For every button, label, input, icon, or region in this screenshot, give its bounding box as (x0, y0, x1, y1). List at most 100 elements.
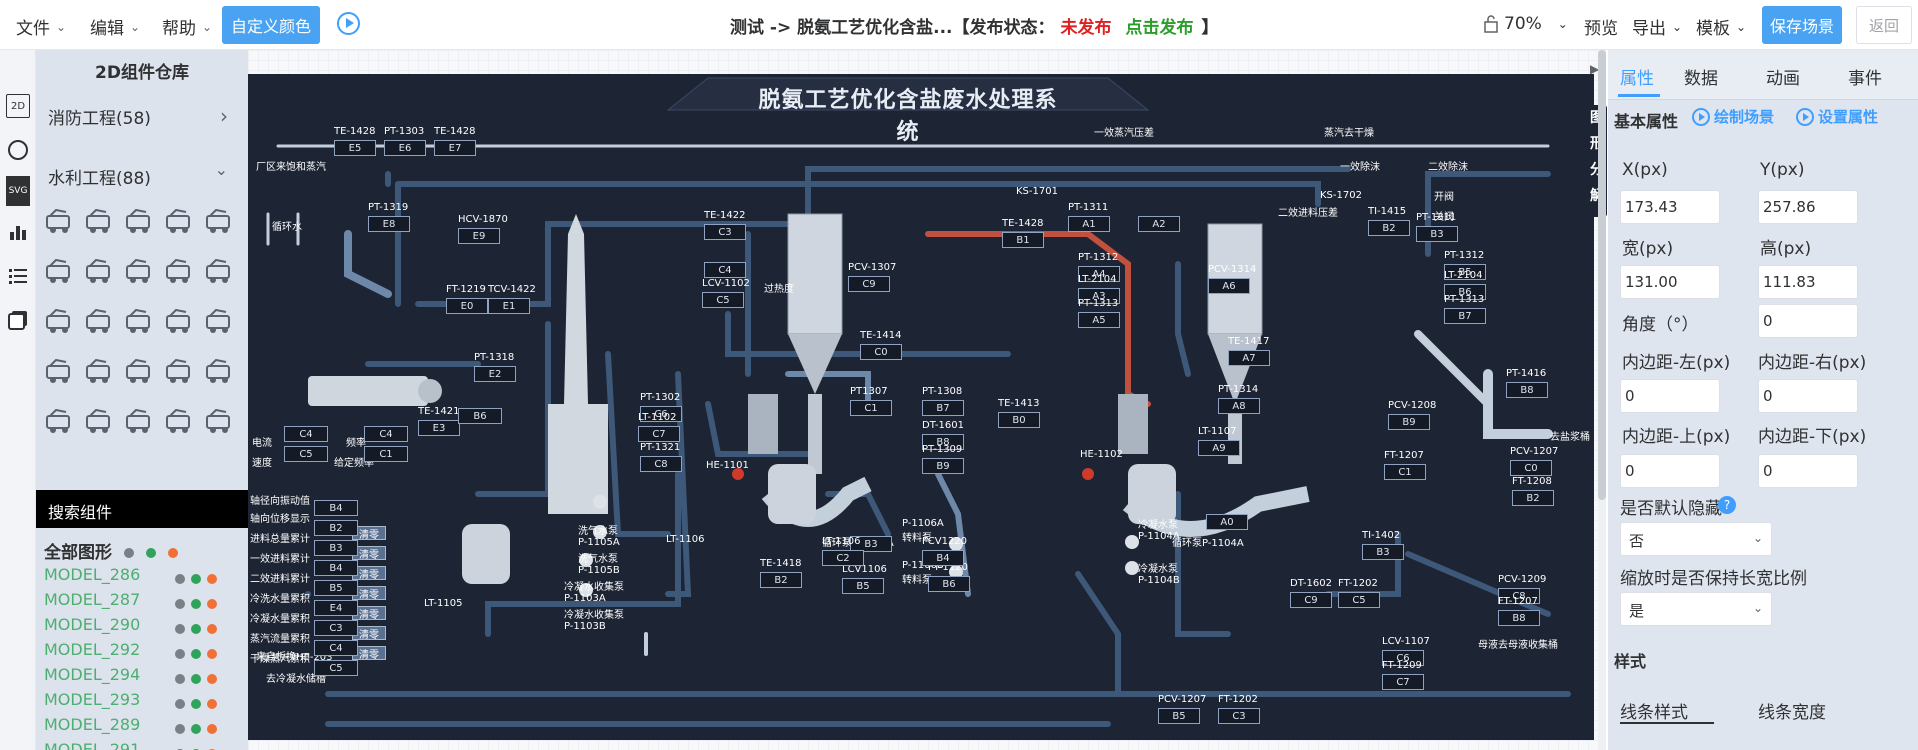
value-box[interactable]: B2 (1512, 490, 1554, 506)
pin-icon[interactable] (191, 673, 201, 684)
pin-icon[interactable] (175, 623, 185, 634)
tab-events[interactable]: 事件 (1848, 69, 1882, 89)
pin-icon[interactable] (175, 698, 185, 709)
save-scene-button[interactable]: 保存场景 (1762, 6, 1842, 44)
lock-icon[interactable] (1484, 15, 1498, 33)
value-box[interactable]: B2 (314, 520, 358, 536)
padding-bottom-input[interactable]: 0 (1758, 454, 1858, 488)
value-box[interactable]: B9 (922, 458, 964, 474)
value-box[interactable]: C5 (314, 660, 358, 676)
value-box[interactable]: C7 (1382, 674, 1424, 690)
orange-pin-icon[interactable] (167, 548, 178, 558)
value-box[interactable]: C4 (284, 426, 328, 442)
chevron-right-icon[interactable]: › (220, 104, 228, 128)
clear-button[interactable]: 清零 (352, 646, 386, 661)
keep-ratio-select[interactable]: 是⌄ (1620, 592, 1772, 626)
model-list-item[interactable]: MODEL_291 (44, 740, 244, 750)
publish-link[interactable]: 点击发布 (1125, 18, 1194, 38)
value-box[interactable]: B5 (1158, 708, 1200, 724)
padding-left-input[interactable]: 0 (1620, 379, 1720, 413)
component-icon[interactable] (44, 358, 74, 384)
component-icon[interactable] (124, 408, 154, 434)
category-fire-engineering[interactable]: 消防工程(58) (48, 109, 151, 129)
value-box[interactable]: B6 (458, 408, 502, 424)
custom-color-button[interactable]: 自定义颜色 (222, 6, 320, 44)
value-box[interactable]: E4 (314, 600, 358, 616)
value-box[interactable]: A3 (1078, 288, 1120, 304)
pin-icon[interactable] (207, 698, 217, 709)
pin-icon[interactable] (175, 723, 185, 734)
green-pin-icon[interactable] (145, 548, 156, 558)
value-box[interactable]: B7 (1444, 308, 1486, 324)
component-icon[interactable] (164, 208, 194, 234)
value-box[interactable]: A5 (1078, 312, 1120, 328)
component-icon[interactable] (164, 308, 194, 334)
value-box[interactable]: B1 (1002, 232, 1044, 248)
component-icon[interactable] (84, 358, 114, 384)
canvas-scrollbar[interactable] (1598, 50, 1606, 750)
process-scene[interactable]: 脱氨工艺优化含盐废水处理系统 厂区来饱和蒸汽循环水蒸汽去干燥去盐浆桶母液去母液收… (248, 74, 1594, 740)
value-box[interactable]: C9 (848, 276, 890, 292)
value-box[interactable]: B5 (314, 580, 358, 596)
menu-file[interactable]: 文件⌄ (16, 14, 66, 39)
back-button[interactable]: 返回 (1856, 6, 1912, 44)
component-icon[interactable] (44, 258, 74, 284)
value-box[interactable]: C1 (364, 446, 408, 462)
component-icon[interactable] (164, 358, 194, 384)
value-box[interactable]: B4 (314, 560, 358, 576)
model-list-item[interactable]: MODEL_289 (44, 715, 244, 734)
pin-icon[interactable] (175, 598, 185, 609)
list-icon[interactable] (6, 264, 30, 288)
value-box[interactable]: B5 (842, 578, 884, 594)
value-box[interactable]: E7 (434, 140, 476, 156)
hidden-select[interactable]: 否⌄ (1620, 522, 1772, 556)
value-box[interactable]: C5 (284, 446, 328, 462)
width-input[interactable]: 131.00 (1620, 265, 1720, 299)
padding-right-input[interactable]: 0 (1758, 379, 1858, 413)
pin-icon[interactable] (175, 573, 185, 584)
y-input[interactable]: 257.86 (1758, 190, 1858, 224)
value-box[interactable]: B4 (922, 550, 964, 566)
value-box[interactable]: E1 (488, 298, 530, 314)
pin-icon[interactable] (191, 623, 201, 634)
value-box[interactable]: B2 (1368, 220, 1410, 236)
pin-icon[interactable] (207, 598, 217, 609)
pin-icon[interactable] (207, 623, 217, 634)
value-box[interactable]: C3 (1218, 708, 1260, 724)
value-box[interactable]: C8 (1498, 588, 1540, 604)
component-icon[interactable] (204, 358, 234, 384)
value-box[interactable]: C4 (314, 640, 358, 656)
model-list-item[interactable]: MODEL_286 (44, 565, 244, 584)
value-box[interactable]: C0 (860, 344, 902, 360)
component-icon[interactable] (84, 408, 114, 434)
menu-edit[interactable]: 编辑⌄ (90, 14, 140, 39)
value-box[interactable]: B0 (998, 412, 1040, 428)
component-icon[interactable] (84, 308, 114, 334)
component-icon[interactable] (204, 308, 234, 334)
play-icon[interactable] (337, 12, 360, 35)
value-box[interactable]: E0 (446, 298, 488, 314)
component-icon[interactable] (124, 258, 154, 284)
pin-icon[interactable] (207, 673, 217, 684)
search-component-bar[interactable]: 搜索组件 (36, 490, 248, 528)
component-icon[interactable] (164, 258, 194, 284)
category-water-engineering[interactable]: 水利工程(88) (48, 169, 151, 189)
tab-data[interactable]: 数据 (1684, 69, 1718, 89)
x-input[interactable]: 173.43 (1620, 190, 1720, 224)
tab-animation[interactable]: 动画 (1766, 69, 1800, 89)
layers-icon[interactable] (6, 308, 30, 332)
preview-button[interactable]: 预览 (1584, 19, 1618, 39)
draw-scene-link[interactable]: 绘制场景 (1692, 106, 1774, 127)
value-box[interactable]: B5 (1444, 264, 1486, 280)
component-icon[interactable] (164, 408, 194, 434)
scrollbar-thumb[interactable] (1598, 50, 1606, 500)
value-box[interactable]: C3 (314, 620, 358, 636)
value-box[interactable]: E9 (458, 228, 500, 244)
value-box[interactable]: C4 (364, 426, 408, 442)
line-style-tab[interactable]: 线条样式 (1620, 703, 1688, 723)
value-box[interactable]: E3 (418, 420, 460, 436)
component-icon[interactable] (204, 208, 234, 234)
pin-icon[interactable] (207, 748, 217, 750)
component-icon[interactable] (84, 208, 114, 234)
value-box[interactable]: B9 (1388, 414, 1430, 430)
